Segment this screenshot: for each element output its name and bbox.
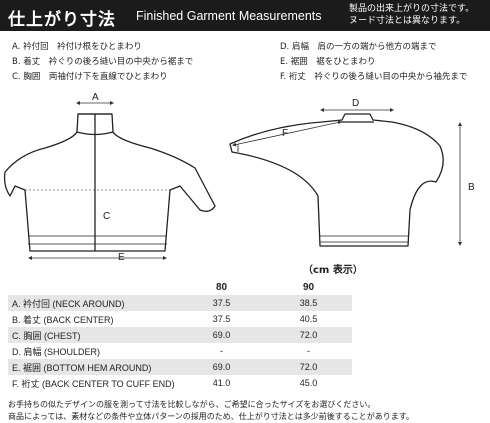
title-jp: 仕上がり寸法 [8,10,116,30]
front-jacket-drawing [3,113,216,252]
footnote-line1: お手持ちの似たデザインの服を測って寸法を比較しながら、ご希望に合ったサイズをお選… [8,400,376,409]
header-note-line2: ヌード寸法とは異なります。 [349,16,466,26]
definitions-right: D. 肩幅 肩の一方の端から他方の端まで E. 裾囲 裾をひとまわり F. 裄丈… [280,40,467,85]
table-row: D. 肩幅 (SHOULDER) - - [12,346,310,357]
header-note-line1: 製品の出来上がりの寸法です。 [349,4,475,14]
table-row: E. 裾囲 (BOTTOM HEM AROUND) 69.0 72.0 [8,359,352,375]
header-bar: 仕上がり寸法 Finished Garment Measurements 製品の… [0,0,490,31]
back-jacket-drawing [229,113,444,247]
definition-e: E. 裾囲 裾をひとまわり [280,57,376,67]
definition-b: B. 着丈 衿ぐりの後ろ縫い目の中央から裾まで [12,57,194,67]
garment-diagram: A C E D F B [3,92,475,261]
unit-label: （cm 表示） [303,265,363,276]
table-row: C. 胸囲 (CHEST) 69.0 72.0 [8,327,352,343]
table-row: F. 裄丈 (BACK CENTER TO CUFF END) 41.0 45.… [12,378,318,389]
header-note: 製品の出来上がりの寸法です。 ヌード寸法とは異なります。 [349,3,474,27]
label-b: B [468,182,475,193]
footnote: お手持ちの似たデザインの服を測って寸法を比較しながら、ご希望に合ったサイズをお選… [8,399,414,423]
footnote-line2: 商品によっては、素材などの条件や立体パターンの採用のため、仕上がり寸法とは多少前… [8,412,414,421]
definition-c: C. 胸囲 両袖付け下を直線でひとまわり [12,72,168,82]
definition-f: F. 裄丈 衿ぐりの後ろ縫い目の中央から袖先まで [280,72,468,82]
definition-a: A. 衿付回 衿付け根をひとまわり [12,42,142,52]
table-header-row: 80 90 [8,279,352,295]
definitions-left: A. 衿付回 衿付け根をひとまわり B. 着丈 衿ぐりの後ろ縫い目の中央から裾ま… [12,40,193,85]
size-90-header: 90 [302,281,315,293]
size-table: 80 90 A. 衿付回 (NECK AROUND) 37.5 38.5 B. … [8,279,352,391]
definition-d: D. 肩幅 肩の一方の端から他方の端まで [280,42,437,52]
label-a: A [92,92,99,103]
label-e: E [118,252,125,261]
title-en: Finished Garment Measurements [136,9,322,23]
size-80-header: 80 [215,281,228,293]
table-row: B. 着丈 (BACK CENTER) 37.5 40.5 [12,314,318,325]
label-c: C [103,211,110,222]
label-d: D [352,98,359,109]
label-f: F [282,128,288,139]
table-row: A. 衿付回 (NECK AROUND) 37.5 38.5 [8,295,352,311]
